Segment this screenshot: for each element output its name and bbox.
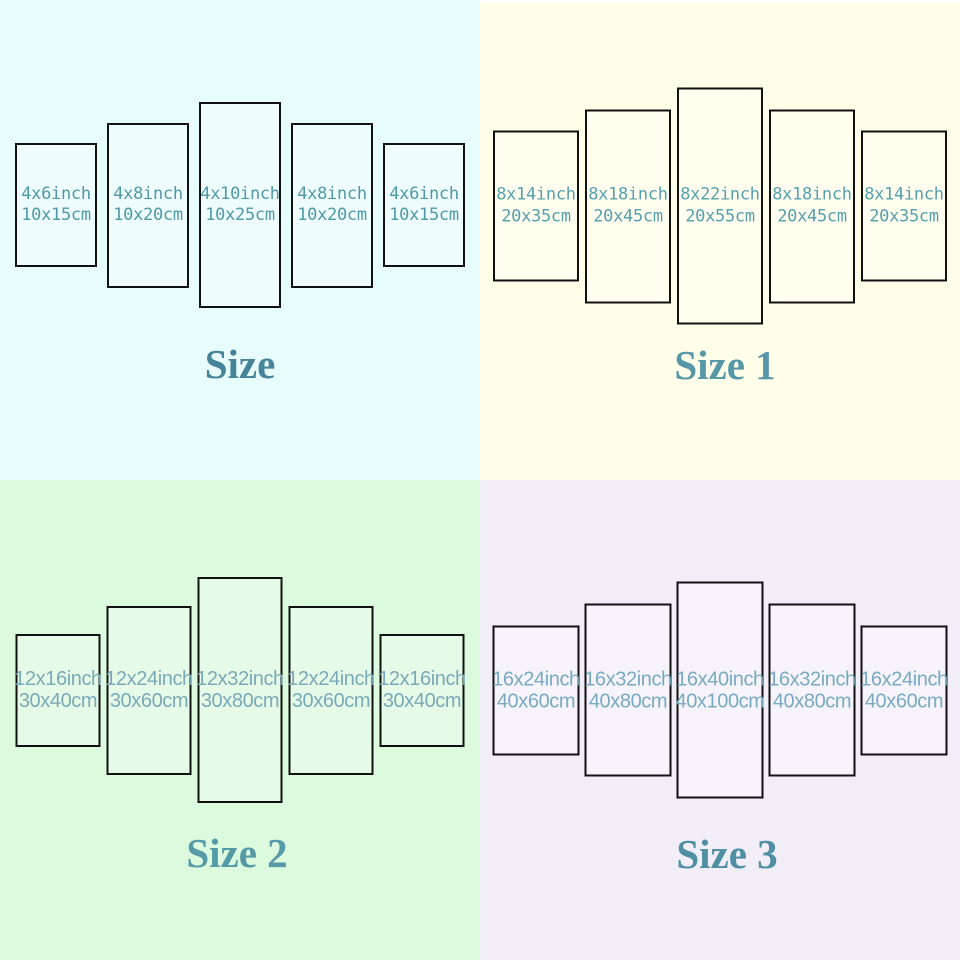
panel-size-cm: 10x20cm	[113, 205, 183, 225]
panel-size-cm: 30x80cm	[200, 690, 280, 712]
canvas-panel: 12x16inch 30x40cm	[14, 633, 102, 747]
panel-size-cm: 20x45cm	[777, 206, 847, 226]
panel-size-inch: 12x24inch	[287, 668, 375, 690]
quadrant-title: Size 1	[674, 342, 776, 388]
canvas-panel: 4x8inch 10x20cm	[291, 122, 373, 288]
panel-size-cm: 20x55cm	[685, 206, 755, 226]
panel-size-cm: 20x35cm	[869, 206, 939, 226]
panel-size-inch: 8x14inch	[496, 184, 576, 205]
canvas-panel: 16x24inch 40x60cm	[492, 625, 580, 755]
panel-row: 12x16inch 30x40cm 12x24inch 30x60cm 12x3…	[14, 577, 466, 803]
panel-size-cm: 10x15cm	[389, 205, 459, 225]
panel-size-inch: 8x18inch	[588, 184, 668, 205]
panel-size-cm: 40x100cm	[675, 690, 765, 712]
quadrant-size-1: 8x14inch 20x35cm 8x18inch 20x45cm 8x22in…	[480, 0, 960, 480]
canvas-panel: 12x32inch 30x80cm	[196, 577, 284, 803]
canvas-panel: 8x14inch 20x35cm	[493, 130, 579, 282]
quadrant-title: Size	[204, 341, 276, 387]
panel-size-cm: 30x60cm	[109, 690, 189, 712]
canvas-panel: 4x8inch 10x20cm	[107, 122, 189, 288]
panel-size-cm: 40x80cm	[772, 690, 852, 712]
panel-size-inch: 12x16inch	[14, 668, 102, 690]
canvas-panel: 16x24inch 40x60cm	[860, 625, 948, 755]
quadrant-title: Size 2	[186, 830, 288, 876]
panel-size-inch: 12x32inch	[196, 668, 284, 690]
panel-size-cm: 30x60cm	[291, 690, 371, 712]
panel-size-cm: 30x40cm	[382, 690, 462, 712]
panel-row: 16x24inch 40x60cm 16x32inch 40x80cm 16x4…	[492, 581, 948, 799]
panel-size-inch: 4x10inch	[200, 183, 280, 204]
panel-size-inch: 16x32inch	[584, 668, 672, 690]
panel-size-cm: 10x25cm	[205, 205, 275, 225]
panel-size-inch: 4x6inch	[21, 183, 91, 204]
panel-size-cm: 10x15cm	[21, 205, 91, 225]
canvas-panel: 12x16inch 30x40cm	[378, 633, 466, 747]
canvas-panel: 16x32inch 40x80cm	[584, 603, 672, 777]
panel-size-cm: 40x60cm	[864, 690, 944, 712]
panel-row: 8x14inch 20x35cm 8x18inch 20x45cm 8x22in…	[493, 87, 947, 325]
canvas-panel: 4x6inch 10x15cm	[15, 143, 97, 267]
panel-size-inch: 4x8inch	[297, 183, 367, 204]
canvas-panel: 8x22inch 20x55cm	[677, 87, 763, 325]
panel-size-cm: 30x40cm	[18, 690, 98, 712]
panel-size-cm: 20x35cm	[501, 206, 571, 226]
quadrant-size: 4x6inch 10x15cm 4x8inch 10x20cm 4x10inch…	[0, 0, 480, 480]
canvas-panel: 8x18inch 20x45cm	[769, 109, 855, 303]
canvas-panel: 4x10inch 10x25cm	[199, 102, 281, 308]
quadrant-title: Size 3	[676, 831, 778, 877]
panel-size-inch: 4x8inch	[113, 183, 183, 204]
canvas-panel: 12x24inch 30x60cm	[287, 605, 375, 775]
panel-size-inch: 12x24inch	[105, 668, 193, 690]
panel-size-cm: 10x20cm	[297, 205, 367, 225]
panel-size-inch: 16x24inch	[492, 668, 580, 690]
panel-size-cm: 20x45cm	[593, 206, 663, 226]
panel-size-inch: 4x6inch	[389, 183, 459, 204]
panel-size-inch: 8x22inch	[680, 184, 760, 205]
panel-size-cm: 40x60cm	[496, 690, 576, 712]
canvas-panel: 12x24inch 30x60cm	[105, 605, 193, 775]
panel-size-inch: 16x24inch	[860, 668, 948, 690]
panel-size-inch: 16x40inch	[676, 668, 764, 690]
quadrant-size-2: 12x16inch 30x40cm 12x24inch 30x60cm 12x3…	[0, 480, 480, 960]
canvas-panel: 8x18inch 20x45cm	[585, 109, 671, 303]
canvas-panel: 16x40inch 40x100cm	[675, 581, 765, 799]
quadrant-size-3: 16x24inch 40x60cm 16x32inch 40x80cm 16x4…	[480, 480, 960, 960]
panel-size-cm: 40x80cm	[588, 690, 668, 712]
canvas-panel: 4x6inch 10x15cm	[383, 143, 465, 267]
canvas-panel: 8x14inch 20x35cm	[861, 130, 947, 282]
canvas-panel: 16x32inch 40x80cm	[768, 603, 856, 777]
panel-size-inch: 8x18inch	[772, 184, 852, 205]
panel-row: 4x6inch 10x15cm 4x8inch 10x20cm 4x10inch…	[15, 102, 465, 308]
panel-size-inch: 8x14inch	[864, 184, 944, 205]
panel-size-inch: 16x32inch	[768, 668, 856, 690]
panel-size-inch: 12x16inch	[378, 668, 466, 690]
